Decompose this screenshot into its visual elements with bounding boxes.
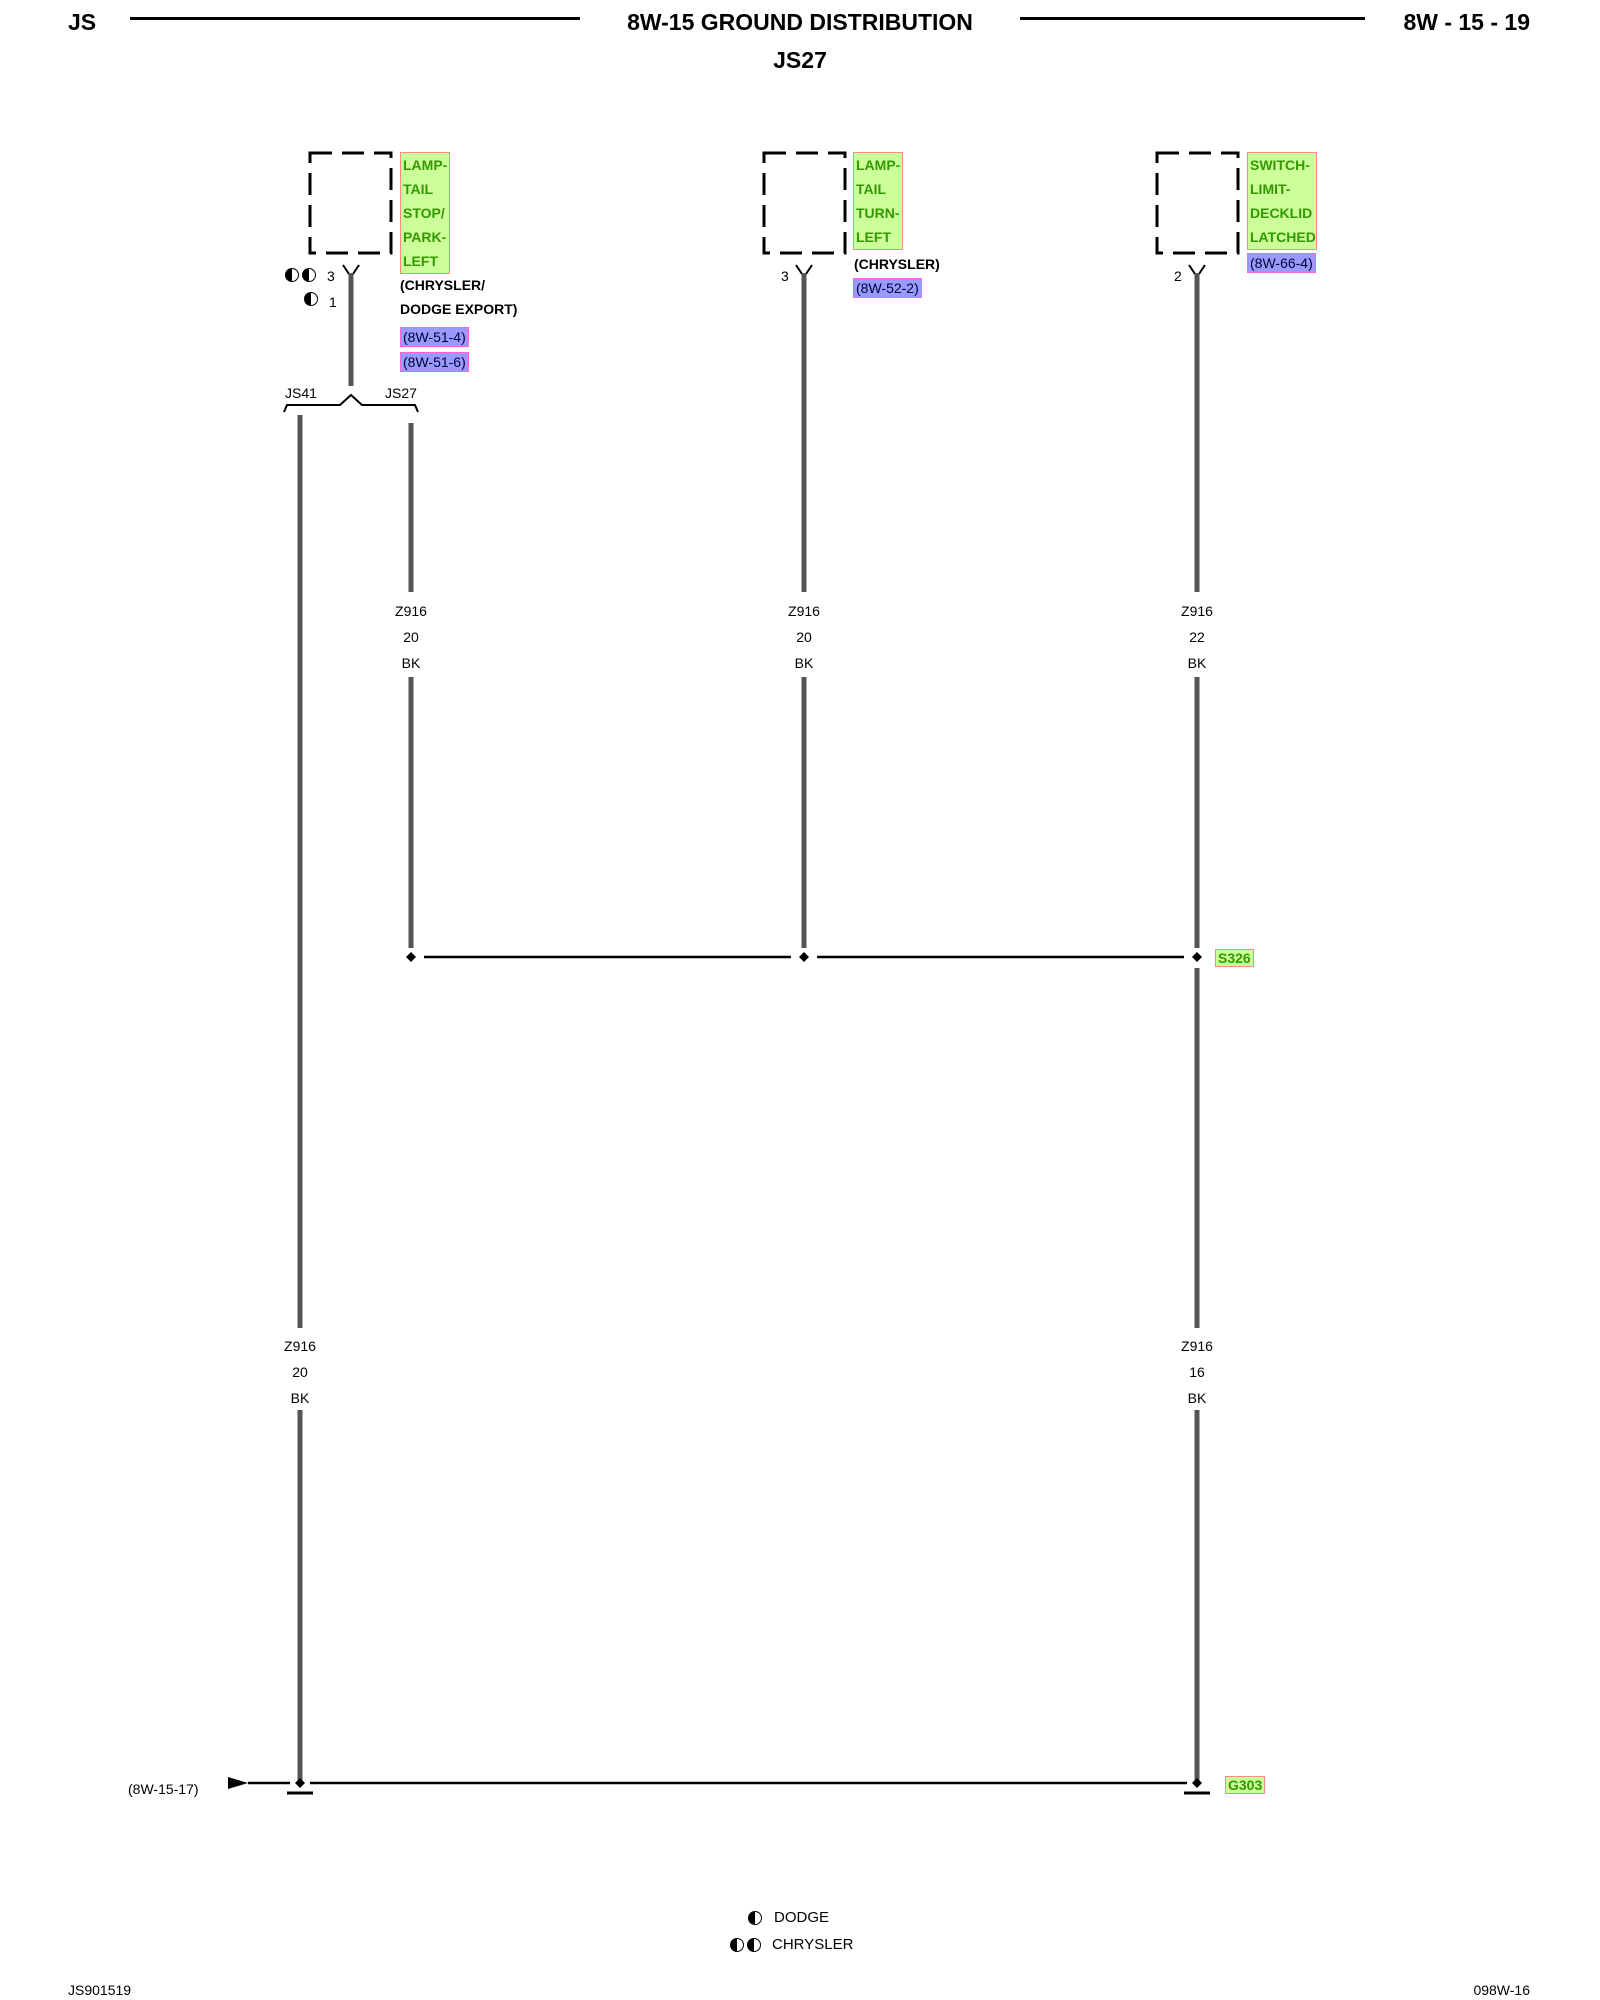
splice-dot — [1192, 952, 1202, 962]
legend-dodge: DODGE — [748, 1909, 829, 1927]
half-circle-icon — [730, 1938, 744, 1952]
wire-circuit: Z916 — [788, 603, 820, 619]
wire-circuit: Z916 — [395, 603, 427, 619]
wire-label: Z916 20 BK — [381, 598, 441, 676]
wire-label: Z916 22 BK — [1167, 598, 1227, 676]
ground-dot — [295, 1778, 305, 1788]
component-name-lamp-tail-stop-park-left: LAMP- TAIL STOP/ PARK- LEFT — [400, 152, 450, 274]
wire-color: BK — [1187, 655, 1207, 671]
page-reference[interactable]: (8W-51-6) — [400, 352, 469, 372]
wire-color: BK — [401, 655, 421, 671]
branch-label-js41: JS41 — [285, 385, 317, 401]
page-subtitle: JS27 — [773, 47, 827, 73]
page-number: 8W - 15 - 19 — [1403, 9, 1530, 35]
footer-left: JS901519 — [68, 1982, 132, 1998]
legend-chrysler: CHRYSLER — [730, 1936, 853, 1954]
page-reference[interactable]: (8W-51-4) — [400, 327, 469, 347]
splice-label: S326 — [1215, 949, 1254, 967]
splice-dot — [799, 952, 809, 962]
half-circle-icon — [747, 1938, 761, 1952]
legend-dodge-label: DODGE — [774, 1909, 830, 1926]
component-box-lamp-tail-turn-left — [762, 151, 847, 255]
wire-gauge: 20 — [796, 629, 812, 645]
wire-gauge: 20 — [292, 1364, 308, 1380]
wire-color: BK — [794, 655, 814, 671]
connector-pin: 2 — [1174, 268, 1182, 284]
footer-right: 098W-16 — [1473, 1982, 1530, 1998]
branch-label-js27: JS27 — [385, 385, 417, 401]
option-symbols-chrysler — [285, 266, 319, 283]
component-box-switch-limit-decklid — [1155, 151, 1240, 255]
wire-circuit: Z916 — [1181, 1338, 1213, 1354]
ground-ref-arrow — [228, 1777, 248, 1789]
ground-dot — [1192, 1778, 1202, 1788]
header-rule-right — [1020, 17, 1365, 20]
page-reference[interactable]: (8W-66-4) — [1247, 253, 1316, 273]
header-left: JS — [68, 9, 97, 35]
connector-pin-alt: 1 — [329, 294, 337, 310]
component-name-lamp-tail-turn-left: LAMP- TAIL TURN- LEFT — [853, 152, 903, 250]
wire-label: Z916 20 BK — [774, 598, 834, 676]
wire-circuit: Z916 — [1181, 603, 1213, 619]
wire-label: Z916 16 BK — [1167, 1333, 1227, 1411]
wire-gauge: 22 — [1189, 629, 1205, 645]
wire-color: BK — [1187, 1390, 1207, 1406]
wire-color: BK — [290, 1390, 310, 1406]
connector-pin: 3 — [327, 268, 335, 284]
half-circle-icon — [748, 1911, 762, 1925]
wire-gauge: 16 — [1189, 1364, 1205, 1380]
ground-page-reference[interactable]: (8W-15-17) — [128, 1781, 199, 1797]
ground-label: G303 — [1225, 1776, 1266, 1794]
component-note: (CHRYSLER) — [854, 256, 940, 272]
component-name-switch-limit-decklid: SWITCH- LIMIT- DECKLID LATCHED — [1247, 152, 1317, 250]
wire-label: Z916 20 BK — [270, 1333, 330, 1411]
component-box-lamp-tail-stop-park-left — [308, 151, 393, 255]
component-note: (CHRYSLER/ DODGE EXPORT) — [400, 277, 518, 317]
wire-gauge: 20 — [403, 629, 419, 645]
page-title: 8W-15 GROUND DISTRIBUTION — [627, 9, 973, 35]
connector-pin: 3 — [781, 268, 789, 284]
branch-bracket — [283, 393, 419, 413]
page-reference[interactable]: (8W-52-2) — [853, 278, 922, 298]
option-symbol-dodge — [304, 290, 321, 307]
wire-circuit: Z916 — [284, 1338, 316, 1354]
header-rule-left — [130, 17, 580, 20]
splice-dot — [406, 952, 416, 962]
legend-chrysler-label: CHRYSLER — [772, 1936, 854, 1953]
